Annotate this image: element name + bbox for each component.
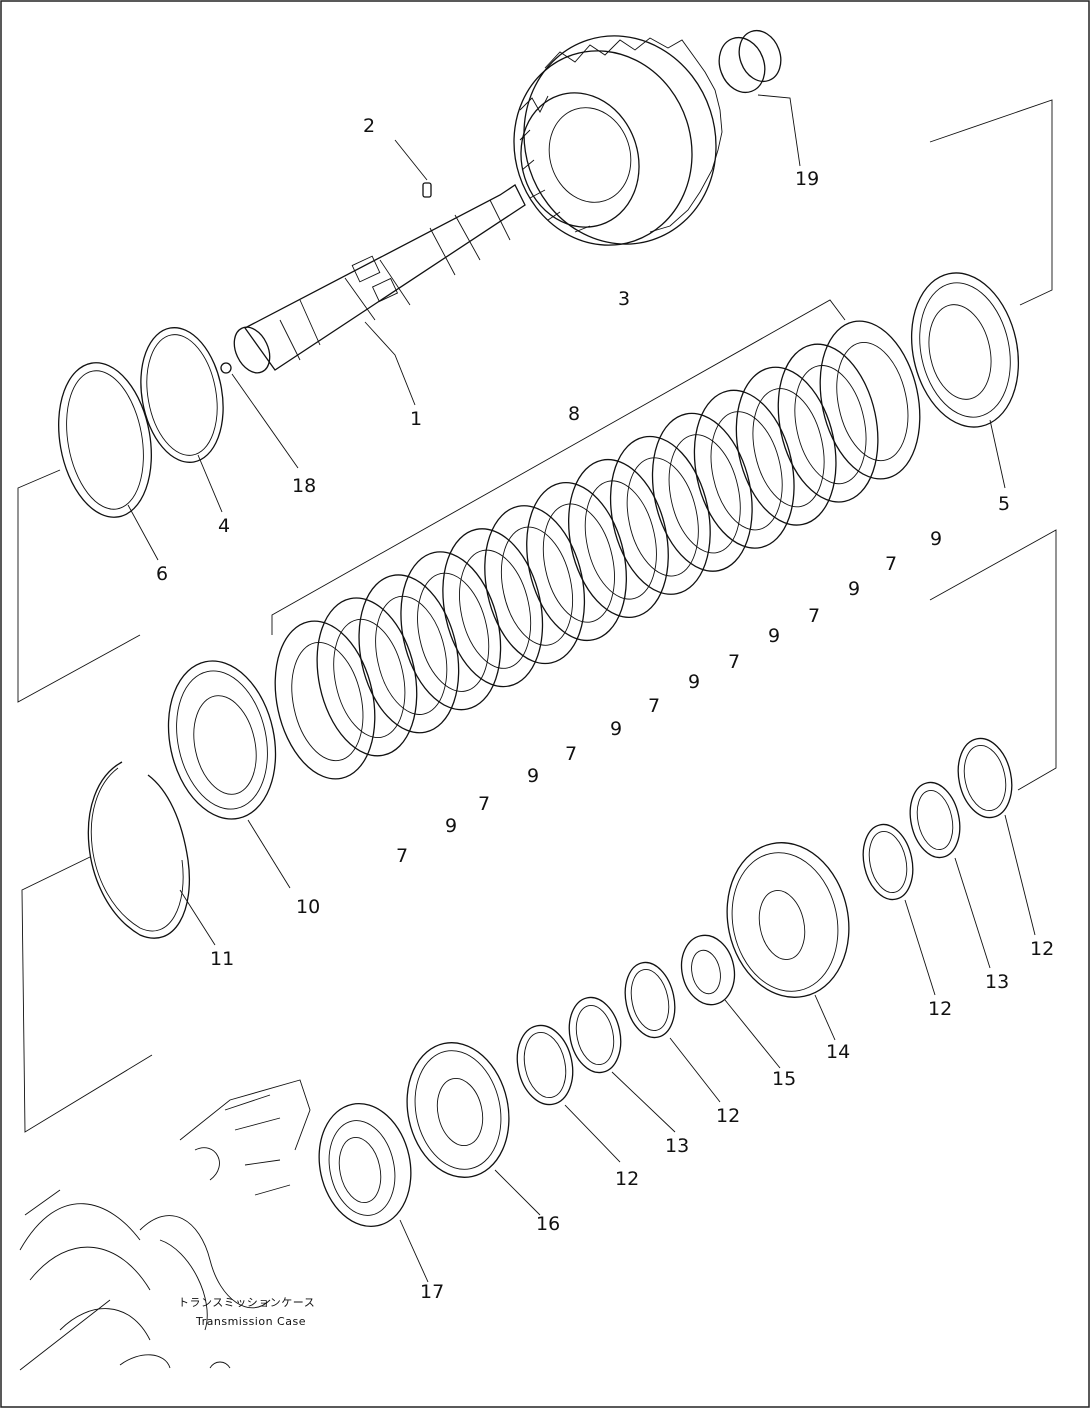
callout-12c: 12 [716,1105,740,1127]
callout-7c: 7 [565,743,577,765]
callout-16: 16 [536,1213,560,1235]
clutch-plate-7 [693,389,795,549]
part-12-washer-lower-b [516,1024,621,1163]
clutch-plate-7 [358,574,460,734]
callout-7b: 7 [478,793,490,815]
callout-9c: 9 [610,718,622,740]
callout-18: 18 [292,475,316,497]
part-5-end-plate [910,272,1020,489]
clutch-disc-9 [316,597,418,757]
callout-7d: 7 [648,695,660,717]
part-11-snap-ring [87,761,216,946]
callout-7f: 7 [808,605,820,627]
part-15-bearing [680,934,781,1069]
callout-labels: 1 2 3 4 5 6 7 9 7 9 7 9 7 9 7 9 7 9 7 9 … [156,115,1054,1303]
part-4-ring [140,327,224,513]
caption-english: Transmission Case [195,1315,306,1328]
callout-6: 6 [156,563,168,585]
clutch-disc-9 [568,458,669,618]
part-12-washer-right-b [957,737,1036,936]
callout-7e: 7 [728,651,740,673]
callout-13b: 13 [665,1135,689,1157]
callout-5: 5 [998,493,1010,515]
clutch-disc-9 [735,366,837,526]
part-14-gear [726,842,850,1041]
part-10-end-plate [167,660,291,889]
callout-12a: 12 [928,998,952,1020]
part-17-ball-bearing [318,1102,429,1283]
part-12-washer-lower-a [624,961,721,1103]
callout-14: 14 [826,1041,850,1063]
part-19-seal-rings [718,29,801,167]
callout-3: 3 [618,288,630,310]
callout-2: 2 [363,115,375,137]
part-13-thrust-bearing-right [909,781,991,969]
clutch-disc-9 [400,551,502,711]
callout-17: 17 [420,1281,444,1303]
callout-1: 1 [410,408,422,430]
clutch-plate-7 [274,620,376,780]
callout-12d: 12 [615,1168,639,1190]
part-1-shaft [233,184,526,406]
callout-9e: 9 [768,625,780,647]
callout-10: 10 [296,896,320,918]
callout-19: 19 [795,168,819,190]
callout-9g: 9 [930,528,942,550]
part-3-clutch-drum [513,35,723,246]
part-2-pin [394,139,432,198]
transmission-case-sketch [19,1079,311,1371]
caption-japanese: トランスミッションケース [178,1296,315,1309]
clutch-plate-7 [442,528,544,688]
clutch-disc-pack [274,320,921,780]
clutch-disc-9 [484,505,586,665]
clutch-plate-7 [609,435,711,595]
callout-15: 15 [772,1068,796,1090]
callout-7g: 7 [885,553,897,575]
callout-13a: 13 [985,971,1009,993]
clutch-disc-9 [651,412,753,572]
part-13-thrust-bearing-lower [568,996,676,1133]
callout-9b: 9 [527,765,539,787]
part-16-gear [406,1042,541,1216]
clutch-plate-7 [526,482,627,642]
part-12-washer-right-a [862,823,936,996]
pack-bracket [271,299,846,635]
callout-9d: 9 [688,671,700,693]
callout-9f: 9 [848,578,860,600]
assembly-boundary-lines [17,99,1057,1133]
part-18-ball [220,362,299,469]
callout-8: 8 [568,403,580,425]
clutch-plate-7 [777,343,879,503]
part-6-ring [58,362,159,561]
callout-11: 11 [210,948,234,970]
callout-12b: 12 [1030,938,1054,960]
clutch-disc-9 [819,320,921,480]
callout-7a: 7 [396,845,408,867]
callout-4: 4 [218,515,230,537]
callout-9a: 9 [445,815,457,837]
